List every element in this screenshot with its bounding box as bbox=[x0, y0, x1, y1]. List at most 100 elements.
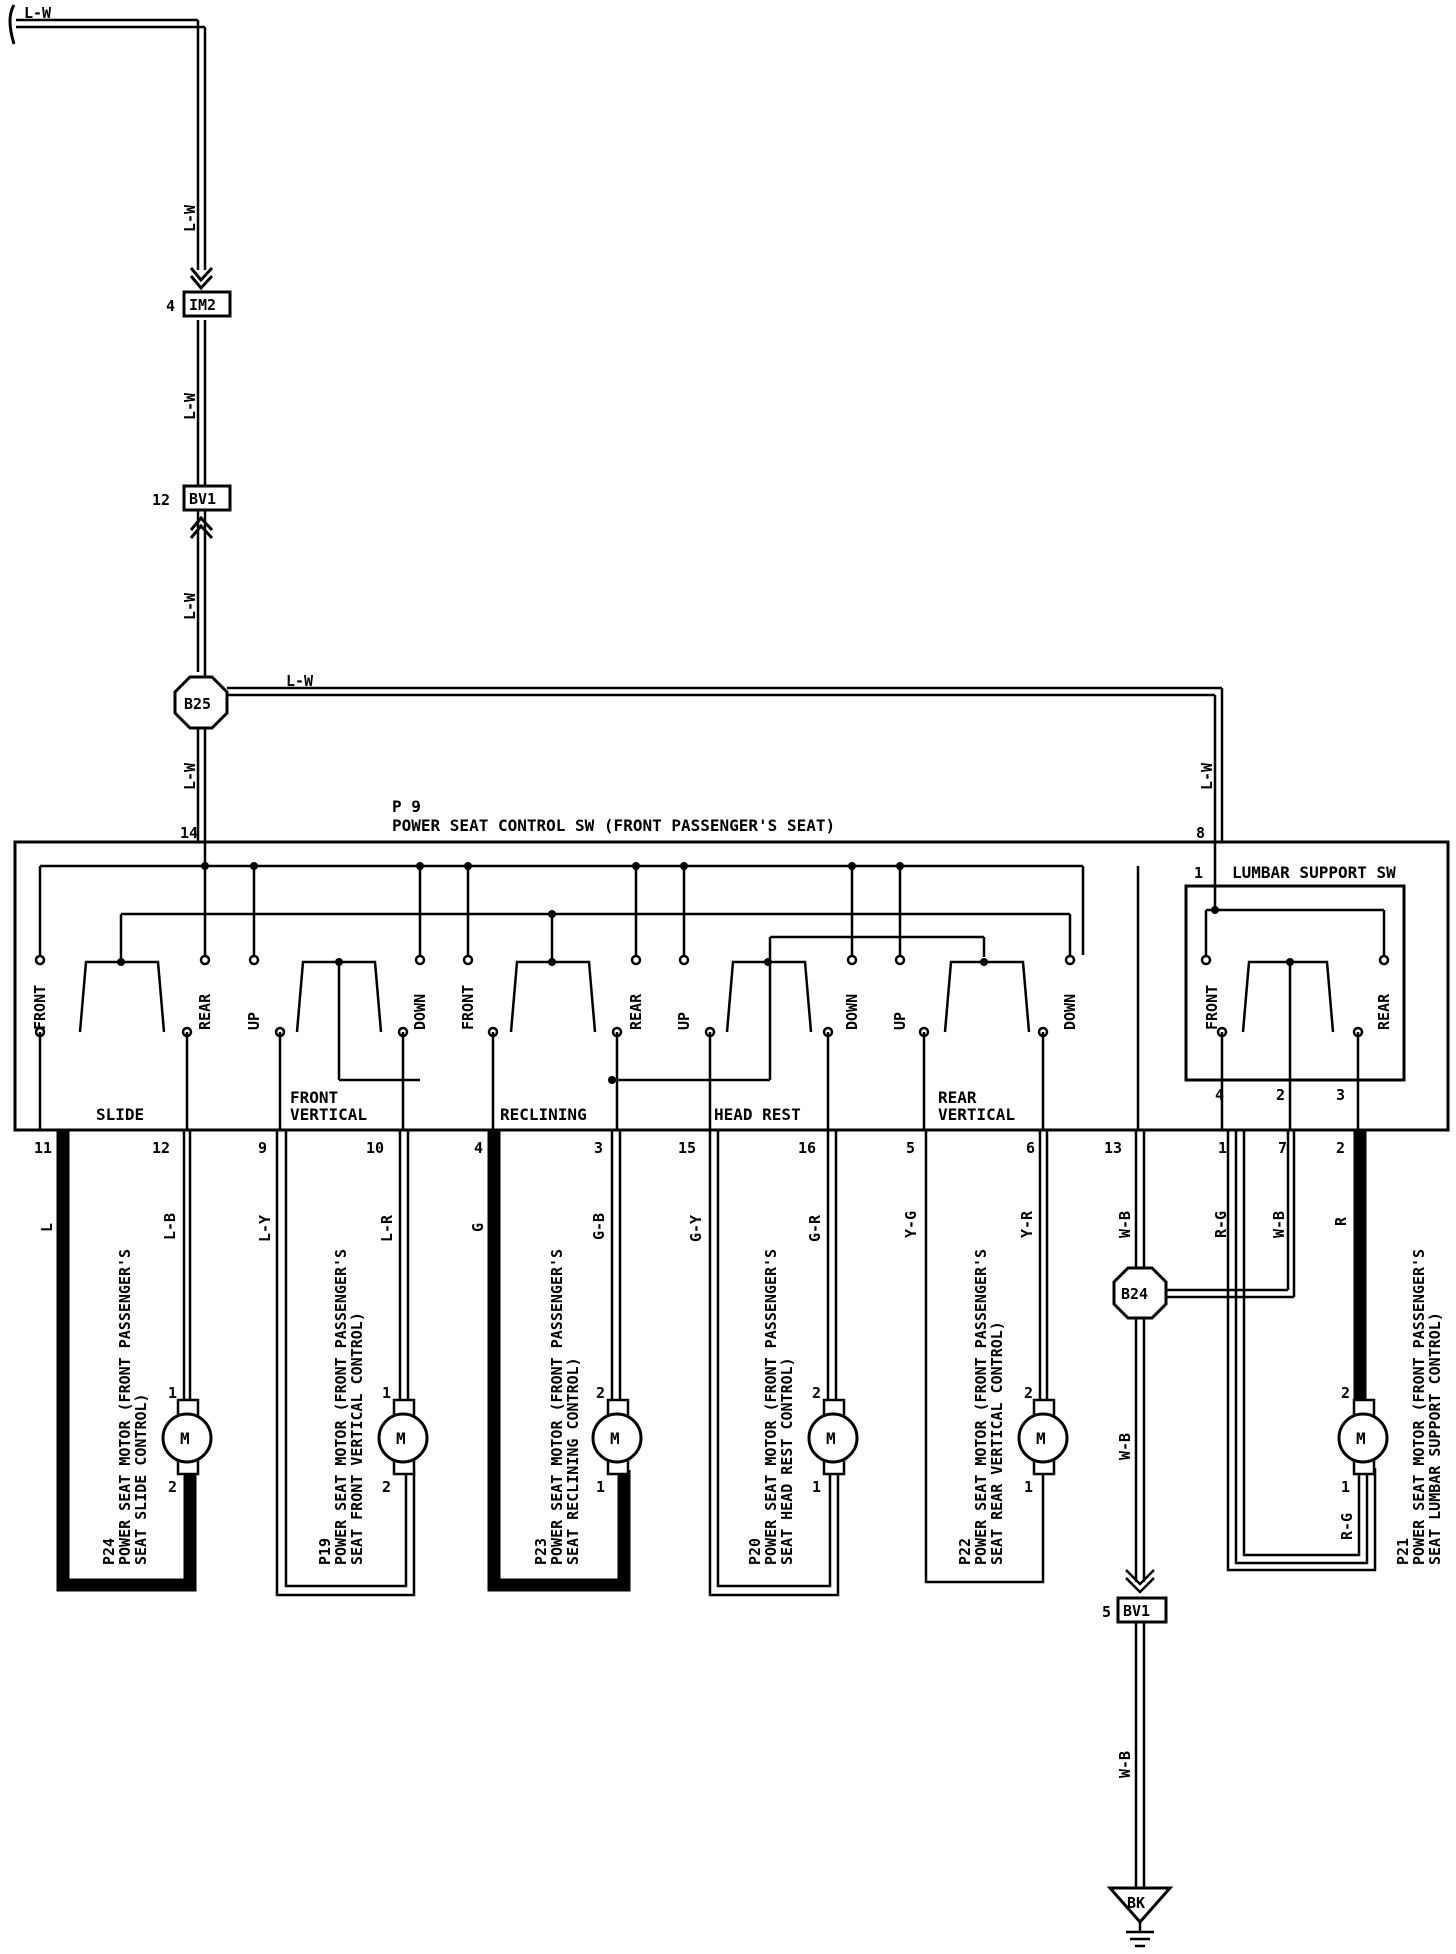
svg-text:M: M bbox=[180, 1429, 190, 1448]
svg-text:2: 2 bbox=[1341, 1384, 1350, 1402]
connector-bv1-top bbox=[182, 484, 232, 512]
svg-text:POWER SEAT MOTOR (FRONT PASSEN: POWER SEAT MOTOR (FRONT PASSENGER'S bbox=[972, 1249, 990, 1565]
wire-label-lw-3: L-W bbox=[181, 592, 199, 620]
svg-text:1: 1 bbox=[382, 1384, 391, 1402]
lumbar-front: FRONT bbox=[1203, 985, 1221, 1030]
connector-im2-pin: 4 bbox=[166, 297, 175, 315]
svg-text:1: 1 bbox=[1341, 1478, 1350, 1496]
junction-b25-label: B25 bbox=[184, 695, 211, 713]
svg-text:2: 2 bbox=[382, 1478, 391, 1496]
section-head-rest: HEAD REST bbox=[714, 1105, 801, 1124]
wire-wb-2: W-B bbox=[1116, 1433, 1134, 1460]
wire-wb-lumbar: W-B bbox=[1270, 1211, 1288, 1238]
connector-arrow bbox=[189, 515, 214, 540]
svg-text:P19: P19 bbox=[316, 1538, 334, 1565]
wire-yr: Y-R bbox=[1018, 1210, 1036, 1238]
pin-16: 16 bbox=[798, 1139, 816, 1157]
motor-p19: M 1 2 P19 POWER SEAT MOTOR (FRONT PASSEN… bbox=[316, 1249, 429, 1565]
lumbar-bottom-pin-1: 1 bbox=[1218, 1139, 1227, 1157]
wire-lb: L-B bbox=[161, 1213, 179, 1240]
pin-12: 12 bbox=[152, 1139, 170, 1157]
connector-arrow bbox=[189, 266, 214, 291]
svg-text:POWER SEAT MOTOR (FRONT PASSEN: POWER SEAT MOTOR (FRONT PASSENGER'S bbox=[762, 1249, 780, 1565]
svg-text:M: M bbox=[1356, 1429, 1366, 1448]
pin-9: 9 bbox=[258, 1139, 267, 1157]
switch-box bbox=[13, 840, 1450, 1132]
svg-text:SEAT REAR VERTICAL CONTROL): SEAT REAR VERTICAL CONTROL) bbox=[988, 1321, 1006, 1565]
head-rest-wiring bbox=[708, 1130, 840, 1597]
pin-3: 3 bbox=[594, 1139, 603, 1157]
switch-title: POWER SEAT CONTROL SW (FRONT PASSENGER'S… bbox=[392, 816, 835, 835]
svg-text:1: 1 bbox=[1024, 1478, 1033, 1496]
wiper-pivots bbox=[117, 958, 988, 1084]
reclining-wiring bbox=[487, 1130, 631, 1592]
contact-rear-rec: REAR bbox=[627, 993, 645, 1030]
contact-down-hr: DOWN bbox=[843, 994, 861, 1030]
svg-text:P23: P23 bbox=[532, 1538, 550, 1565]
lumbar-title: LUMBAR SUPPORT SW bbox=[1232, 863, 1396, 882]
contact-down-rv: DOWN bbox=[1061, 994, 1079, 1030]
switch-output-leads bbox=[38, 866, 1140, 1130]
contact-rear-slide: REAR bbox=[196, 993, 214, 1030]
switch-id: P 9 bbox=[392, 797, 421, 816]
wire-lr: L-R bbox=[378, 1214, 396, 1242]
pin-10: 10 bbox=[366, 1139, 384, 1157]
lumbar-bottom-pin-2: 2 bbox=[1336, 1139, 1345, 1157]
switch-wipers bbox=[78, 960, 1031, 1082]
connector-bv1-bottom-pin: 5 bbox=[1102, 1603, 1111, 1621]
section-front-vertical-2: VERTICAL bbox=[290, 1105, 367, 1124]
section-slide: SLIDE bbox=[96, 1105, 144, 1124]
contact-front-slide: FRONT bbox=[31, 985, 49, 1030]
motor-p21: M 2 1 P21 POWER SEAT MOTOR (FRONT PASSEN… bbox=[1337, 1249, 1444, 1565]
wire-yg: Y-G bbox=[902, 1211, 920, 1238]
pin-6: 6 bbox=[1026, 1139, 1035, 1157]
lumbar-switch-box bbox=[1184, 884, 1406, 1082]
lumbar-pivot bbox=[1286, 958, 1294, 966]
lumbar-pin-4: 4 bbox=[1215, 1086, 1224, 1104]
wire-label-lw-4: L-W bbox=[181, 762, 199, 790]
wire-g: G bbox=[469, 1223, 487, 1232]
ground-wiring bbox=[1125, 1130, 1296, 1888]
svg-text:POWER SEAT MOTOR (FRONT PASSEN: POWER SEAT MOTOR (FRONT PASSENGER'S bbox=[548, 1249, 566, 1565]
contact-down-fv: DOWN bbox=[411, 994, 429, 1030]
connector-bv1-bottom bbox=[1116, 1596, 1168, 1624]
section-front-vertical-1: FRONT bbox=[290, 1088, 338, 1107]
lumbar-pin-3: 3 bbox=[1336, 1086, 1345, 1104]
junction-b24-label: B24 bbox=[1121, 1285, 1148, 1303]
svg-text:POWER SEAT MOTOR (FRONT PASSEN: POWER SEAT MOTOR (FRONT PASSENGER'S bbox=[332, 1249, 350, 1565]
pin-11: 11 bbox=[34, 1139, 52, 1157]
lumbar-bottom-pin-7: 7 bbox=[1278, 1139, 1287, 1157]
pin-5: 5 bbox=[906, 1139, 915, 1157]
pin-4: 4 bbox=[474, 1139, 483, 1157]
ground-symbol bbox=[1106, 1886, 1174, 1925]
svg-text:SEAT SLIDE CONTROL): SEAT SLIDE CONTROL) bbox=[132, 1393, 150, 1565]
wire-label-lw-6: L-W bbox=[1198, 762, 1216, 790]
wire-gr: G-R bbox=[806, 1214, 824, 1242]
svg-text:2: 2 bbox=[812, 1384, 821, 1402]
svg-text:SEAT LUMBAR SUPPORT CONTROL): SEAT LUMBAR SUPPORT CONTROL) bbox=[1426, 1312, 1444, 1565]
source-wire-label: L-W bbox=[24, 4, 52, 22]
pin-13: 13 bbox=[1104, 1139, 1122, 1157]
svg-text:M: M bbox=[1036, 1429, 1046, 1448]
svg-text:1: 1 bbox=[812, 1478, 821, 1496]
svg-text:POWER SEAT MOTOR (FRONT PASSEN: POWER SEAT MOTOR (FRONT PASSENGER'S bbox=[116, 1249, 134, 1565]
svg-text:SEAT FRONT VERTICAL CONTROL): SEAT FRONT VERTICAL CONTROL) bbox=[348, 1312, 366, 1565]
svg-text:P20: P20 bbox=[746, 1538, 764, 1565]
wire-rg: R-G bbox=[1212, 1211, 1230, 1238]
connector-bv1-bottom-label: BV1 bbox=[1123, 1602, 1150, 1620]
lumbar-wiring bbox=[1226, 1130, 1377, 1572]
rear-vertical-wiring bbox=[924, 1130, 1049, 1584]
svg-text:SEAT HEAD REST CONTROL): SEAT HEAD REST CONTROL) bbox=[778, 1357, 796, 1565]
junction-b25 bbox=[173, 675, 229, 730]
motor-p20: M 2 1 P20 POWER SEAT MOTOR (FRONT PASSEN… bbox=[746, 1249, 859, 1565]
wire-rg-motor: R-G bbox=[1338, 1513, 1356, 1540]
front-vertical-wiring bbox=[275, 1130, 416, 1597]
svg-text:P24: P24 bbox=[100, 1538, 118, 1565]
wire-wb-3: W-B bbox=[1116, 1751, 1134, 1778]
lumbar-pin-2: 2 bbox=[1276, 1086, 1285, 1104]
svg-text:P22: P22 bbox=[956, 1538, 974, 1565]
contact-up-rv: UP bbox=[891, 1012, 909, 1030]
wire-wb-1: W-B bbox=[1116, 1211, 1134, 1238]
connector-im2 bbox=[182, 290, 232, 318]
